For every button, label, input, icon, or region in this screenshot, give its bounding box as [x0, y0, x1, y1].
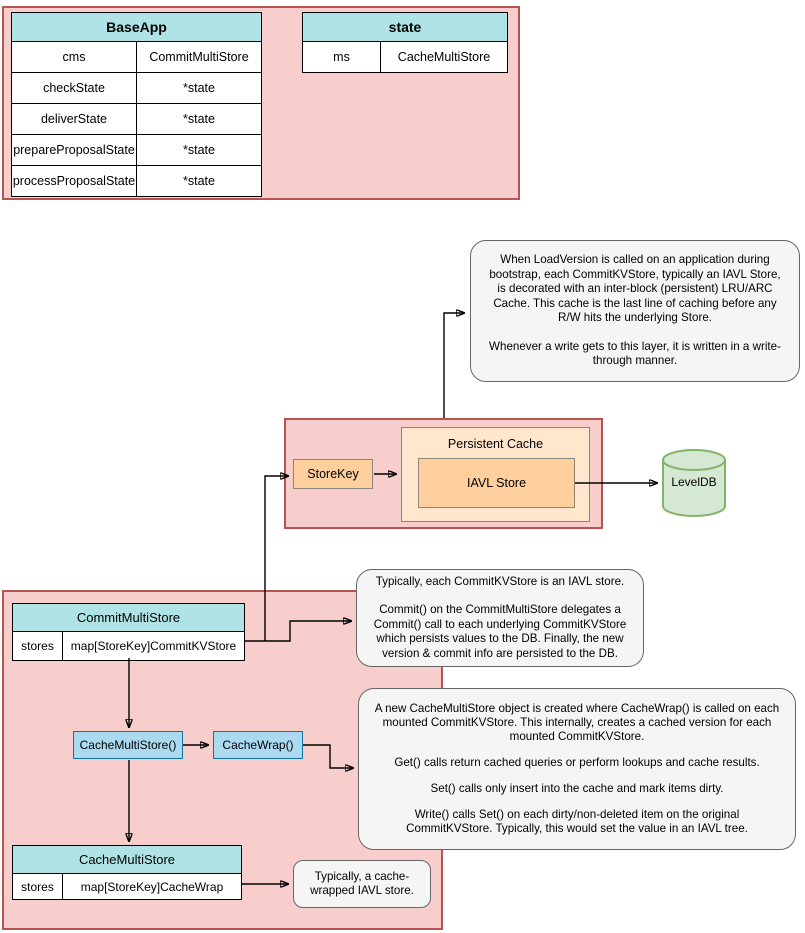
- note-paragraph: Typically, a cache-wrapped IAVL store.: [310, 869, 414, 898]
- state-table: state ms CacheMultiStore: [302, 12, 508, 73]
- table-row: stores map[StoreKey]CacheWrap: [13, 874, 241, 899]
- field-type: *state: [183, 81, 215, 95]
- cache-wrap-note: A new CacheMultiStore object is created …: [358, 688, 796, 850]
- cache-multi-store-title: CacheMultiStore: [13, 846, 241, 874]
- connector-cache-to-loadversion-note: [443, 313, 464, 418]
- cache-multi-store-call-label: CacheMultiStore(): [79, 738, 177, 752]
- field-name: stores: [13, 874, 63, 899]
- cache-wrap-call-label: CacheWrap(): [222, 738, 294, 752]
- storekey-label: StoreKey: [307, 467, 359, 481]
- note-paragraph: A new CacheMultiStore object is created …: [374, 702, 780, 743]
- field-name: cms: [12, 42, 137, 72]
- cache-wrap-call-box: CacheWrap(): [213, 731, 303, 759]
- field-name: prepareProposalState: [12, 135, 137, 165]
- leveldb-cylinder-icon: [662, 448, 726, 518]
- state-table-title: state: [303, 13, 507, 42]
- table-row: deliverState *state: [12, 104, 261, 135]
- baseapp-table: BaseApp cms CommitMultiStore checkState …: [11, 12, 262, 197]
- load-version-note: When LoadVersion is called on an applica…: [470, 240, 800, 382]
- field-type: *state: [183, 174, 215, 188]
- field-type: *state: [183, 143, 215, 157]
- leveldb-database: LevelDB: [662, 448, 726, 518]
- cache-multi-store-table: CacheMultiStore stores map[StoreKey]Cach…: [12, 845, 242, 900]
- field-type: map[StoreKey]CommitKVStore: [70, 639, 237, 653]
- table-row: stores map[StoreKey]CommitKVStore: [13, 632, 244, 660]
- field-name: ms: [303, 42, 381, 72]
- table-row: prepareProposalState *state: [12, 135, 261, 166]
- field-name: checkState: [12, 73, 137, 103]
- table-row: checkState *state: [12, 73, 261, 104]
- note-paragraph: Commit() on the CommitMultiStore delegat…: [373, 603, 627, 660]
- cache-multi-store-call-box: CacheMultiStore(): [73, 731, 183, 759]
- iavl-store-label: IAVL Store: [466, 476, 527, 490]
- field-name: processProposalState: [12, 166, 137, 196]
- note-paragraph: Set() calls only insert into the cache a…: [430, 782, 724, 795]
- table-row: processProposalState *state: [12, 166, 261, 196]
- persistent-cache-label: Persistent Cache: [447, 437, 544, 451]
- commit-multi-store-table: CommitMultiStore stores map[StoreKey]Com…: [12, 603, 245, 661]
- commit-multi-store-title: CommitMultiStore: [13, 604, 244, 632]
- field-type: CacheMultiStore: [397, 50, 491, 64]
- note-paragraph: Whenever a write gets to this layer, it …: [489, 339, 781, 368]
- field-type: CommitMultiStore: [149, 50, 249, 64]
- note-paragraph: When LoadVersion is called on an applica…: [489, 253, 781, 325]
- table-row: cms CommitMultiStore: [12, 42, 261, 73]
- baseapp-table-title: BaseApp: [12, 13, 261, 42]
- storekey-box: StoreKey: [293, 459, 373, 489]
- field-type: map[StoreKey]CacheWrap: [80, 879, 224, 894]
- commit-note: Typically, each CommitKVStore is an IAVL…: [356, 569, 644, 667]
- field-name: deliverState: [12, 104, 137, 134]
- cache-wrapped-iavl-note: Typically, a cache-wrapped IAVL store.: [293, 860, 431, 908]
- leveldb-label: LevelDB: [671, 475, 717, 489]
- field-name: stores: [13, 632, 63, 660]
- field-type: *state: [183, 112, 215, 126]
- table-row: ms CacheMultiStore: [303, 42, 507, 72]
- note-paragraph: Typically, each CommitKVStore is an IAVL…: [375, 574, 625, 588]
- note-paragraph: Get() calls return cached queries or per…: [394, 756, 760, 769]
- note-paragraph: Write() calls Set() on each dirty/non-de…: [406, 808, 748, 835]
- iavl-store-box: IAVL Store: [418, 458, 575, 508]
